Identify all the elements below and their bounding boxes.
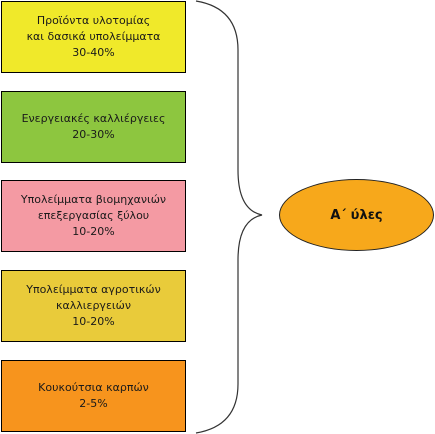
category-line: επεξεργασίας ξύλου xyxy=(37,209,150,222)
category-percentage: 20-30% xyxy=(72,128,115,141)
category-line: Υπολείμματα βιομηχανιών xyxy=(20,193,167,206)
category-box-agricultural: Υπολείμματα αγροτικών καλλιεργειών 10-20… xyxy=(1,270,186,342)
category-line: Προϊόντα υλοτομίας xyxy=(36,14,151,27)
category-line: Ενεργειακές καλλιέργειες xyxy=(21,112,166,125)
target-label: Α΄ ύλες xyxy=(330,207,383,223)
category-box-fruit-pits: Κουκούτσια καρπών 2-5% xyxy=(1,360,186,432)
category-line: Υπολείμματα αγροτικών xyxy=(26,283,161,296)
target-ellipse: Α΄ ύλες xyxy=(279,179,434,251)
category-percentage: 10-20% xyxy=(72,225,115,238)
category-percentage: 2-5% xyxy=(79,397,108,410)
category-line: Κουκούτσια καρπών xyxy=(38,381,149,394)
category-box-energy-crops: Ενεργειακές καλλιέργειες 20-30% xyxy=(1,91,186,163)
category-box-wood-industry: Υπολείμματα βιομηχανιών επεξεργασίας ξύλ… xyxy=(1,180,186,252)
category-line: καλλιεργειών xyxy=(56,299,131,312)
category-box-forestry: Προϊόντα υλοτομίας και δασικά υπολείμματ… xyxy=(1,1,186,73)
category-percentage: 30-40% xyxy=(72,46,115,59)
category-line: και δασικά υπολείμματα xyxy=(26,30,161,43)
category-percentage: 10-20% xyxy=(72,315,115,328)
